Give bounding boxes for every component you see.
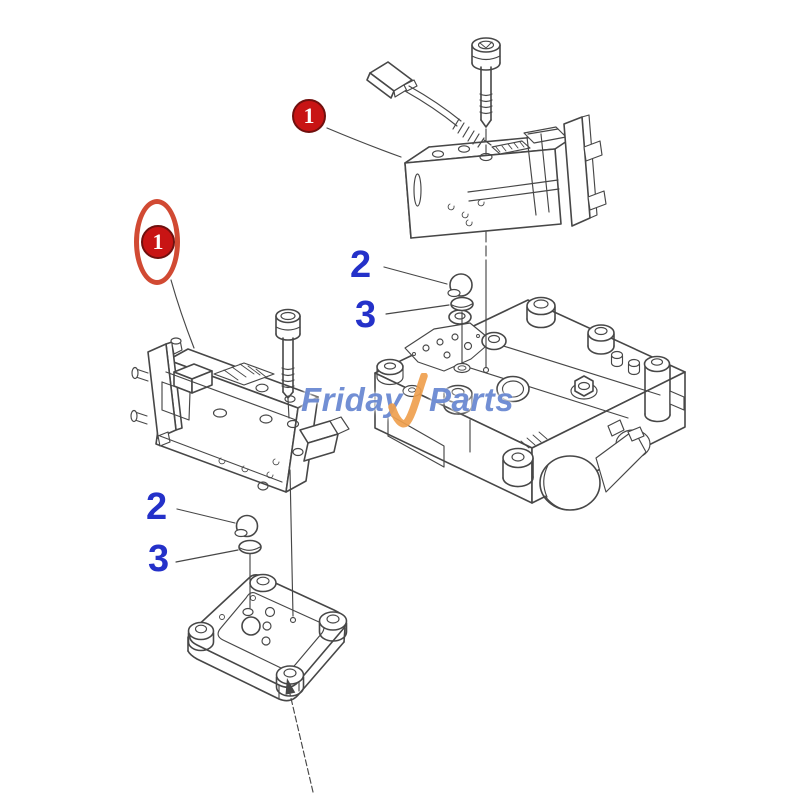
- pointer-arrow: [285, 678, 314, 793]
- seat-part-right-drawing: [450, 296, 474, 312]
- callout-1-left-ring: [134, 199, 180, 285]
- watermark-word1: Friday: [301, 381, 404, 418]
- mounting-bolt-left-drawing: [275, 308, 301, 399]
- ball-part-right-drawing: [447, 273, 473, 298]
- callout-3-right: 3: [355, 294, 377, 336]
- connector-plug-drawing: [366, 61, 418, 99]
- callout-1-left: 1: [141, 225, 175, 259]
- valve-body-drawing: [374, 296, 686, 511]
- callout-3-left: 3: [148, 538, 170, 580]
- solenoid-valve-left-drawing: [130, 337, 350, 493]
- callout-1-top: 1: [292, 99, 326, 133]
- watermark: Friday Parts: [301, 381, 514, 419]
- solenoid-valve-top-drawing: [404, 114, 607, 239]
- mounting-bolt-top-drawing: [471, 37, 501, 128]
- leader-lines-and-centerlines: [170, 127, 490, 624]
- ball-part-left-drawing: [234, 514, 259, 538]
- watermark-swoosh-icon: [388, 373, 428, 428]
- seat-part-left-drawing: [238, 539, 262, 555]
- callout-2-left: 2: [146, 486, 168, 528]
- watermark-word2: Parts: [429, 381, 515, 418]
- base-plate-drawing: [187, 573, 348, 702]
- callout-2-right: 2: [350, 244, 372, 286]
- wire-drawing: [404, 85, 492, 148]
